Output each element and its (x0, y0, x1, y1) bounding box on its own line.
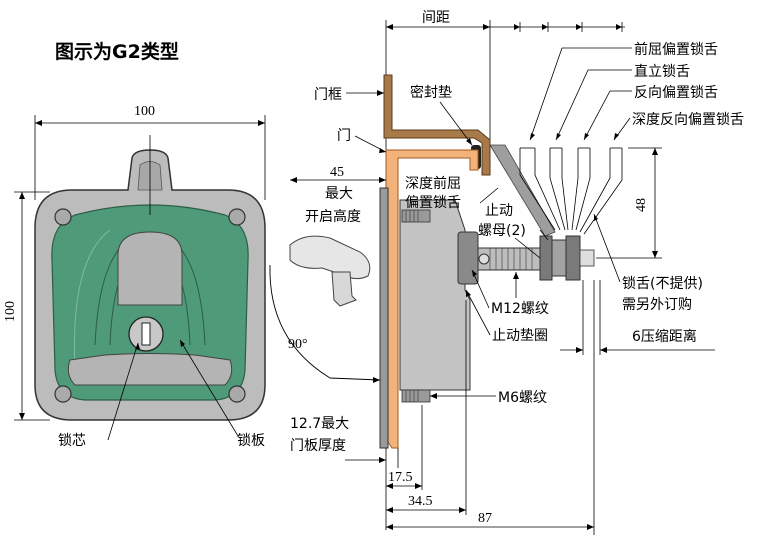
label-door-frame: 门框 (314, 87, 342, 103)
label-m6: M6螺纹 (498, 390, 547, 406)
dim-angle-90: 90° (288, 337, 308, 352)
label-deep-fwd-2: 偏置锁舌 (405, 195, 461, 211)
label-core: 锁芯 (58, 433, 86, 449)
dim-34-5: 34.5 (408, 494, 433, 509)
label-tongue-1: 锁舌(不提供) (622, 276, 703, 292)
label-max: 最大 (325, 186, 353, 202)
label-panel-2: 门板厚度 (290, 438, 346, 454)
label-type-deep-rev: 深度反向偏置锁舌 (632, 112, 744, 128)
dim-87: 87 (478, 511, 492, 526)
dim-45: 45 (330, 165, 344, 180)
label-type-fwd: 前屈偏置锁舌 (634, 41, 718, 58)
label-stop-washer: 止动垫圈 (492, 328, 548, 344)
label-type-straight: 直立锁舌 (634, 63, 690, 80)
label-stop-nut-1: 止动 (485, 203, 513, 219)
page-title: 图示为G2类型 (55, 40, 179, 63)
label-type-rev: 反向偏置锁舌 (634, 85, 718, 101)
dim-height-100: 100 (3, 301, 18, 322)
dim-48: 48 (634, 198, 649, 212)
label-compress: 6压缩距离 (632, 328, 697, 345)
label-open-height: 开启高度 (305, 208, 361, 225)
label-gasket: 密封垫 (410, 84, 452, 101)
dim-17-5: 17.5 (388, 470, 413, 485)
dim-width-100: 100 (134, 104, 155, 119)
label-deep-fwd-1: 深度前屈 (405, 175, 461, 192)
label-tongue-2: 需另外订购 (622, 297, 692, 313)
door-frame (383, 74, 491, 176)
label-spacing: 间距 (422, 10, 450, 26)
label-m12: M12螺纹 (491, 301, 549, 317)
label-door: 门 (337, 128, 351, 144)
label-stop-nut-2: 螺母(2) (478, 223, 526, 239)
side-view: 间距 (269, 10, 744, 535)
front-view: 100 100 锁芯 锁板 (3, 104, 266, 449)
label-plate: 锁板 (237, 433, 265, 449)
label-panel-1: 12.7最大 (290, 416, 349, 432)
